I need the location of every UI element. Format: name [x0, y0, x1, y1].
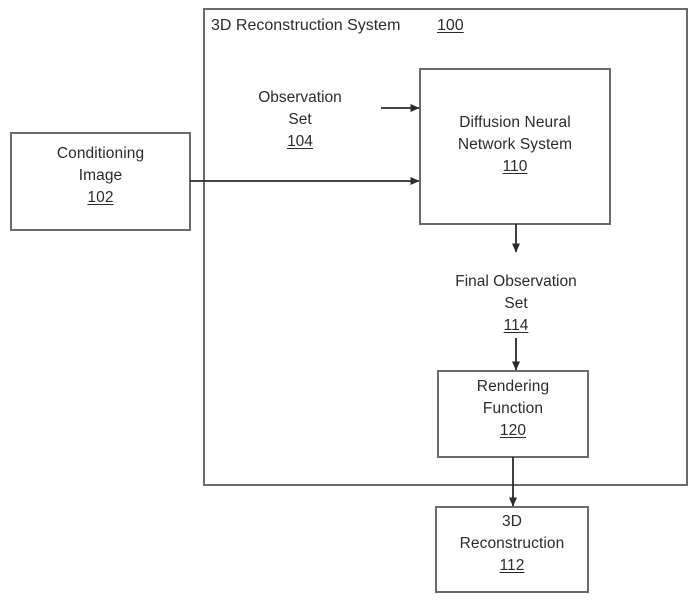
observation-set-label: Observation Set 104: [240, 87, 360, 153]
conditioning-image-line1: Conditioning: [56, 145, 145, 162]
rendering-function-ref: 120: [499, 422, 527, 439]
final-observation-set-ref: 114: [503, 317, 529, 334]
system-boundary: [203, 8, 688, 486]
diffusion-neural-network-system-line2: Network System: [457, 136, 573, 153]
system-title-ref: 100: [437, 16, 464, 36]
observation-set-line1: Observation: [258, 89, 342, 106]
conditioning-image-label: Conditioning Image 102: [11, 143, 190, 209]
conditioning-image-box[interactable]: [10, 132, 191, 231]
system-title: 3D Reconstruction System: [211, 16, 400, 36]
final-observation-set-label: Final Observation Set 114: [426, 271, 606, 337]
rendering-function-label: Rendering Function 120: [438, 376, 588, 442]
final-observation-set-line2: Set: [504, 295, 528, 312]
system-title-text: 3D Reconstruction System: [211, 17, 401, 34]
observation-set-ref: 104: [287, 133, 313, 150]
rendering-function-box[interactable]: [437, 370, 589, 458]
diffusion-neural-network-system-line1: Diffusion Neural: [459, 114, 571, 131]
3d-reconstruction-ref: 112: [499, 557, 525, 574]
3d-reconstruction-box[interactable]: [435, 506, 589, 593]
final-observation-set-line1: Final Observation: [455, 273, 577, 290]
3d-reconstruction-line2: Reconstruction: [459, 535, 565, 552]
3d-reconstruction-line1: 3D: [501, 513, 522, 530]
diffusion-neural-network-system-label: Diffusion Neural Network System 110: [420, 112, 610, 178]
diffusion-neural-network-system-box[interactable]: [419, 68, 611, 225]
system-title-ref-number: 100: [437, 17, 464, 34]
rendering-function-line1: Rendering: [476, 378, 550, 395]
diffusion-neural-network-system-ref: 110: [502, 158, 528, 175]
observation-set-line2: Set: [288, 111, 312, 128]
conditioning-image-line2: Image: [78, 167, 123, 184]
3d-reconstruction-label: 3D Reconstruction 112: [430, 511, 594, 577]
rendering-function-line2: Function: [482, 400, 544, 417]
conditioning-image-ref: 102: [87, 189, 114, 206]
